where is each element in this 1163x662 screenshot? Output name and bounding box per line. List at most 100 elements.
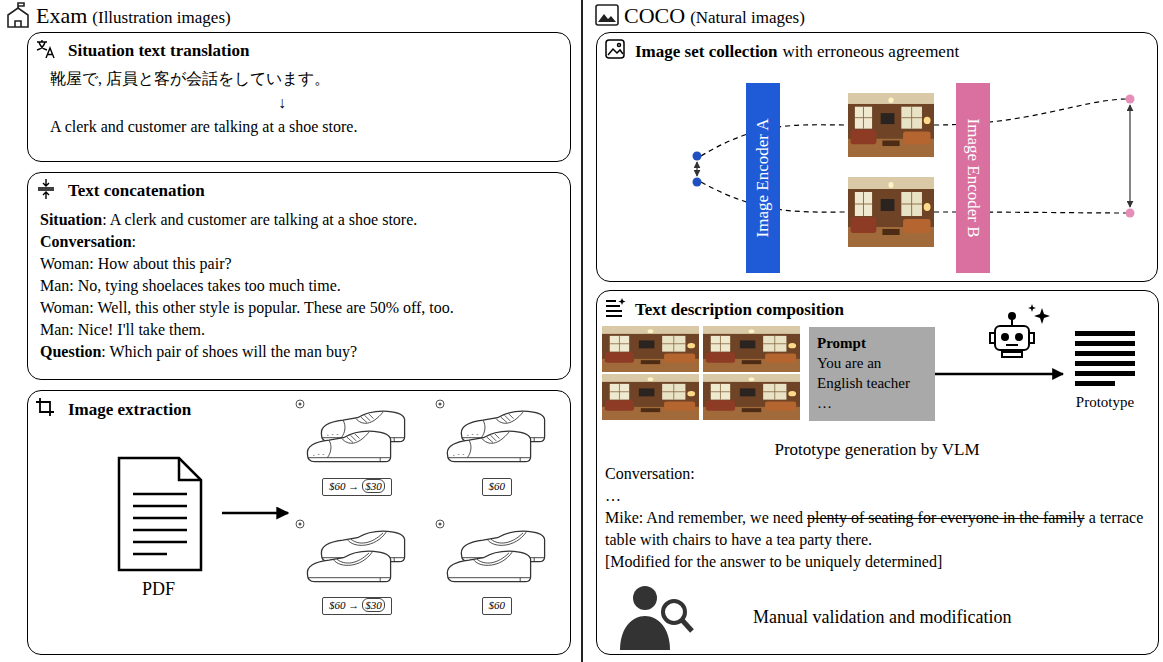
prototype-document: Prototype	[1063, 327, 1153, 418]
body-text: Manual validation and modification	[753, 607, 1011, 627]
body-text: PDF	[142, 579, 175, 599]
text-line: Man: No, tying shoelaces takes too much …	[40, 275, 454, 297]
translate-icon	[37, 40, 47, 50]
shoe-illustration	[296, 400, 545, 582]
text-block: Image extraction	[68, 399, 191, 420]
crop-icon	[36, 398, 54, 416]
embedding-dots	[693, 178, 702, 187]
robot-icon	[1016, 334, 1022, 340]
text-block: Exam (Illustration images)	[36, 2, 231, 30]
text-block: Prototype generation by VLM	[747, 439, 1007, 460]
text-block: Situation text translation	[68, 40, 249, 61]
text-line: Woman: How about this pair?	[40, 253, 454, 275]
text-block: Conversation:…Mike: And remember, we nee…	[605, 463, 1153, 573]
reviewer-icon	[620, 586, 692, 650]
text-line: $60 →$30	[329, 599, 385, 613]
body-text: A clerk and customer are talking at a sh…	[50, 118, 357, 135]
robot-icon	[1006, 344, 1018, 346]
text-line: You are an English teacher	[817, 353, 929, 393]
text-block: PDF	[101, 578, 216, 601]
text-block: 靴屋で, 店員と客が会話をしています。	[50, 69, 330, 89]
text-sparkle-icon	[606, 298, 626, 316]
body-text: (Natural images)	[690, 8, 805, 27]
flow-arrow	[935, 373, 1063, 376]
text-block: Text description composition	[635, 299, 844, 320]
price-tag: $60	[482, 597, 513, 615]
translate-icon	[37, 40, 54, 58]
robot-icon	[1002, 352, 1022, 357]
text-line: 靴屋で, 店員と客が会話をしています。	[50, 69, 330, 89]
text-block: $60 →$30	[329, 480, 385, 494]
shoe-illustration	[436, 520, 444, 528]
body-text: : Which pair of shoes will the man buy?	[101, 343, 357, 360]
body-text: :	[132, 233, 136, 250]
shoe-illustration	[439, 403, 442, 406]
encoder-band: Image Encoder A	[746, 83, 780, 273]
shoe-illustration	[307, 551, 390, 582]
extraction-arrow	[222, 513, 288, 514]
text-line-bar	[1075, 341, 1135, 346]
text-sparkle-icon	[619, 298, 626, 305]
text-line-bar	[1075, 351, 1135, 356]
body-text: Man: Nice! I'll take them.	[40, 321, 205, 338]
body-text: Image Encoder B	[964, 119, 983, 238]
shoe-illustration	[296, 400, 304, 408]
coco-photos	[848, 93, 934, 157]
school-icon	[8, 3, 28, 27]
shoe-illustration	[299, 403, 302, 406]
body-text: Woman: How about this pair?	[40, 255, 232, 272]
text-block: Situation: A clerk and customer are talk…	[40, 209, 454, 363]
document-outline	[101, 454, 216, 574]
shoe-illustration	[447, 431, 530, 462]
text-line: Image Encoder A	[752, 119, 773, 238]
body-text: $60	[489, 480, 506, 492]
shoe-illustration	[307, 431, 390, 462]
heading-text: Text concatenation	[68, 181, 205, 200]
body-text: : A clerk and customer are talking at a …	[102, 211, 417, 228]
body-text: $60	[489, 599, 506, 611]
translate-icon	[46, 48, 54, 58]
body-text: [Modified for the answer to be uniquely …	[605, 553, 942, 570]
heading-text: Text description composition	[635, 300, 844, 319]
body-text: ↓	[278, 94, 286, 111]
reviewer-icon	[633, 586, 657, 610]
crop-icon	[36, 398, 54, 416]
text-line: $60	[489, 599, 506, 613]
body-text: Exam	[36, 3, 87, 28]
text-line: Woman: Well, this other style is popular…	[40, 297, 454, 319]
text-line: Situation: A clerk and customer are talk…	[40, 209, 454, 231]
text-line: Text description composition	[635, 299, 844, 320]
heading-text: Conversation	[40, 233, 132, 250]
heading-text: Situation text translation	[68, 41, 249, 60]
embedding-dots	[693, 152, 702, 161]
text-line: Man: Nice! I'll take them.	[40, 319, 454, 341]
picture-icon	[608, 49, 623, 55]
robot-icon	[1002, 334, 1008, 340]
text-line: …	[605, 485, 1153, 507]
price-tag: $60	[482, 478, 513, 496]
text-line-bar	[1075, 381, 1115, 386]
body-text: plenty of seating for everyone in the fa…	[807, 509, 1085, 526]
robot-icon	[990, 333, 995, 343]
body-text: Woman: Well, this other style is popular…	[40, 299, 454, 316]
text-block: ↓	[278, 93, 286, 113]
robot-icon	[990, 304, 1050, 357]
text-line: Question: Which pair of shoes will the m…	[40, 341, 454, 363]
body-text: …	[605, 487, 621, 504]
heading-text: Image set collection	[635, 42, 778, 61]
picture-icon	[606, 40, 624, 58]
text-sparkle-icon	[606, 301, 622, 316]
text-line: …	[817, 393, 929, 413]
text-line: $60 →$30	[329, 480, 385, 494]
prompt-box: PromptYou are an English teacher…	[809, 327, 935, 421]
panel-divider	[581, 0, 583, 662]
text-line: COCO(Natural images)	[624, 2, 805, 30]
image-icon	[598, 14, 616, 22]
body-text: (Illustration images)	[92, 8, 230, 27]
heading-text: Image extraction	[68, 400, 191, 419]
image-icon	[596, 5, 618, 25]
text-line: Mike: And remember, we needplenty of sea…	[605, 507, 1153, 551]
text-block: Text concatenation	[68, 180, 205, 201]
robot-icon	[995, 326, 1029, 350]
